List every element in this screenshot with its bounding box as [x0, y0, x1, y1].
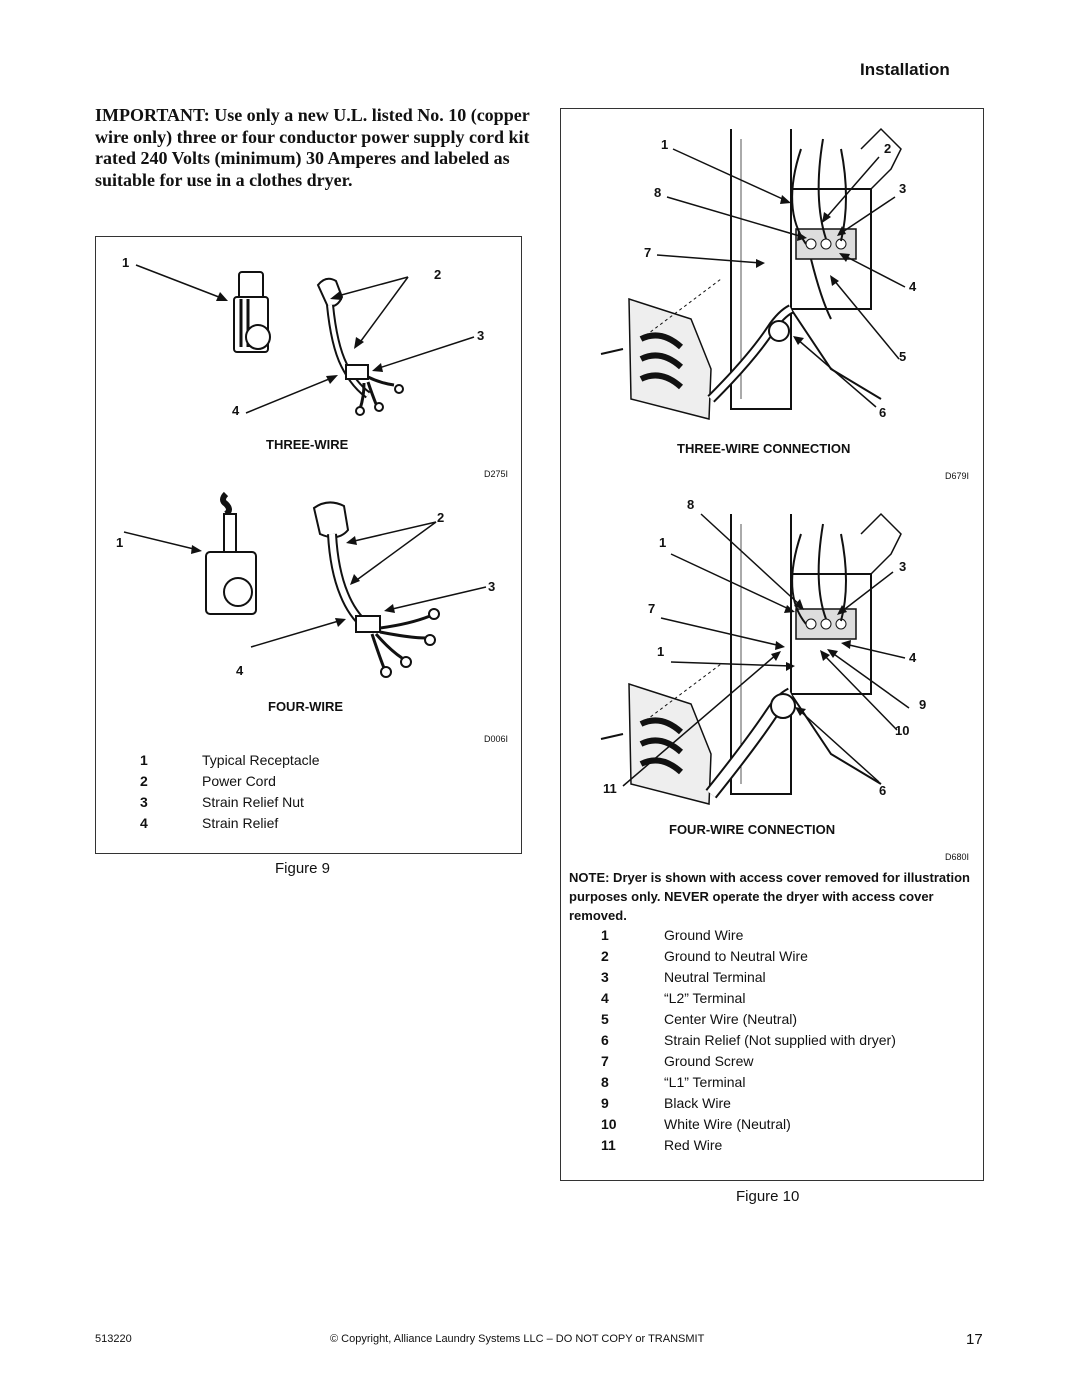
- four-wire-connection-illustration: [600, 512, 910, 805]
- callout-1: 1: [657, 644, 665, 659]
- callout-3: 3: [477, 328, 485, 343]
- callout-4: 4: [909, 650, 917, 665]
- callout-1: 1: [116, 535, 124, 550]
- four-wire-connection-caption: FOUR-WIRE CONNECTION: [669, 822, 836, 837]
- section-title: Installation: [860, 60, 950, 79]
- callout-8: 8: [654, 185, 662, 200]
- callout-8: 8: [687, 497, 695, 512]
- legend-item: 4“L2” Terminal: [601, 990, 746, 1006]
- four-wire-drawing-code: D006I: [484, 734, 509, 744]
- callout-10: 10: [895, 723, 910, 738]
- three-wire-connection-caption: THREE-WIRE CONNECTION: [677, 441, 851, 456]
- callout-6: 6: [879, 783, 887, 798]
- three-wire-cord-illustration: [135, 264, 475, 416]
- three-wire-connection-illustration: [600, 127, 906, 420]
- four-wire-caption: FOUR-WIRE: [268, 699, 344, 714]
- figure-9-label: Figure 9: [275, 860, 331, 877]
- three-wire-drawing-code: D275I: [484, 469, 509, 479]
- callout-4: 4: [236, 663, 244, 678]
- three-wire-connection-code: D679I: [945, 471, 970, 481]
- four-wire-cord-illustration: [123, 491, 487, 678]
- figure-9-box: 1 2 3 4 THREE-WIRE D275I 1 2 3 4: [95, 236, 522, 854]
- figure-10-box: 1 2 8 3 7 4 5 6 THREE-WIRE CONNECTION D6…: [560, 108, 984, 1181]
- callout-2: 2: [884, 141, 892, 156]
- callout-4: 4: [909, 279, 917, 294]
- callout-3: 3: [488, 579, 496, 594]
- callout-2: 2: [434, 267, 442, 282]
- callout-7: 7: [648, 601, 656, 616]
- page-number: 17: [966, 1331, 983, 1348]
- callout-3: 3: [899, 559, 907, 574]
- doc-number: 513220: [95, 1333, 132, 1345]
- callout-7: 7: [644, 245, 652, 260]
- safety-note: NOTE: Dryer is shown with access cover r…: [569, 870, 970, 923]
- callout-4: 4: [232, 403, 240, 418]
- callout-11: 11: [603, 781, 617, 796]
- callout-1: 1: [659, 535, 667, 550]
- callout-6: 6: [879, 405, 887, 420]
- important-notice: IMPORTANT: Use only a new U.L. listed No…: [95, 105, 530, 190]
- callout-3: 3: [899, 181, 907, 196]
- three-wire-caption: THREE-WIRE: [266, 437, 349, 452]
- legend-item: 8“L1” Terminal: [601, 1074, 746, 1090]
- callout-5: 5: [899, 349, 907, 364]
- copyright-notice: © Copyright, Alliance Laundry Systems LL…: [330, 1333, 705, 1345]
- callout-1: 1: [661, 137, 669, 152]
- four-wire-connection-code: D680I: [945, 852, 970, 862]
- callout-1: 1: [122, 255, 130, 270]
- figure-10-label: Figure 10: [736, 1188, 800, 1205]
- callout-2: 2: [437, 510, 445, 525]
- callout-9: 9: [919, 697, 927, 712]
